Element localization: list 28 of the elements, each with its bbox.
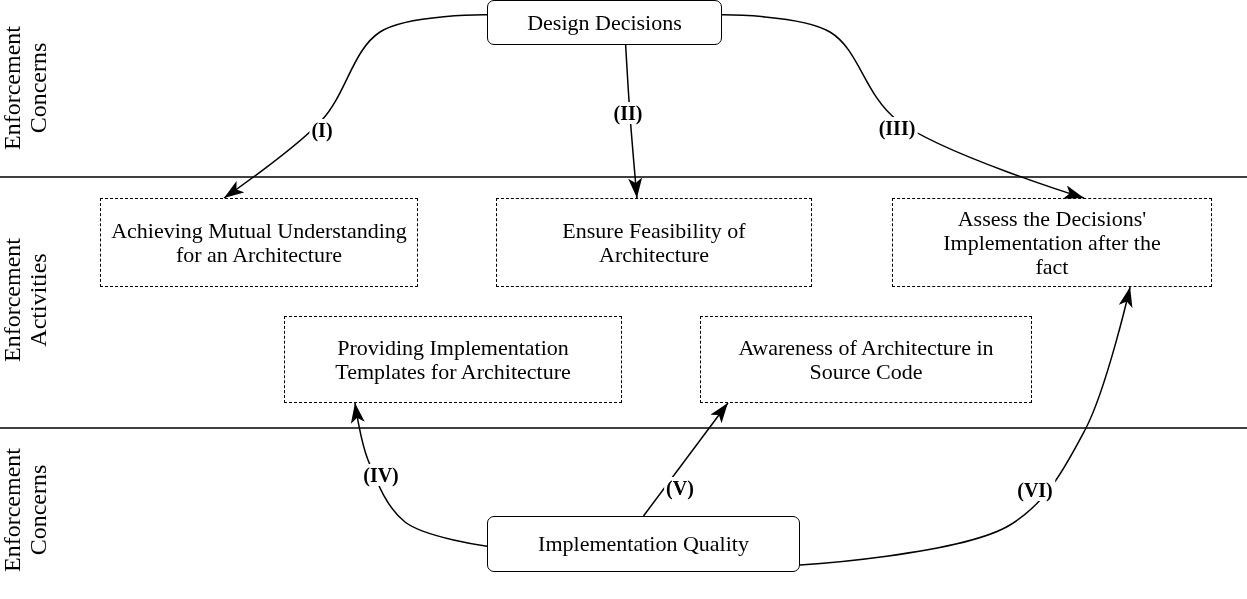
arrow (721, 14, 1085, 199)
node-text: Awareness of Architecture in Source Code (737, 335, 995, 384)
node-text: Assess the Decisions' Implementation after the fact (942, 206, 1162, 279)
arrow (799, 286, 1133, 566)
activity-box (892, 198, 1212, 287)
node-text: Achieving Mutual Understanding for an Architecture (110, 218, 408, 267)
edge-label: (IV) (361, 464, 401, 486)
node-text: Providing Implementation Templates for Architecture (334, 335, 572, 384)
activity-box (496, 198, 812, 287)
activity-box (700, 316, 1032, 403)
node-text: Design Decisions (527, 10, 682, 35)
concern-box (487, 0, 722, 45)
arrow (642, 402, 729, 517)
band-label: Enforcement Concerns (0, 25, 51, 152)
node-text: Ensure Feasibility of Architecture (561, 218, 747, 267)
node-text: Implementation Quality (538, 532, 749, 556)
edge-label: (VI) (1015, 479, 1055, 501)
concern-box (487, 516, 800, 572)
activity-box (100, 198, 418, 287)
edge-label: (V) (664, 477, 696, 499)
edge-label: (II) (611, 102, 645, 124)
edge-label: (I) (309, 119, 335, 141)
edge-label: (III) (876, 117, 918, 139)
activity-box (284, 316, 622, 403)
arrow (223, 14, 488, 199)
band-label: Enforcement Activities (0, 237, 51, 364)
band-label: Enforcement Concerns (0, 447, 51, 574)
arrow (350, 402, 488, 547)
